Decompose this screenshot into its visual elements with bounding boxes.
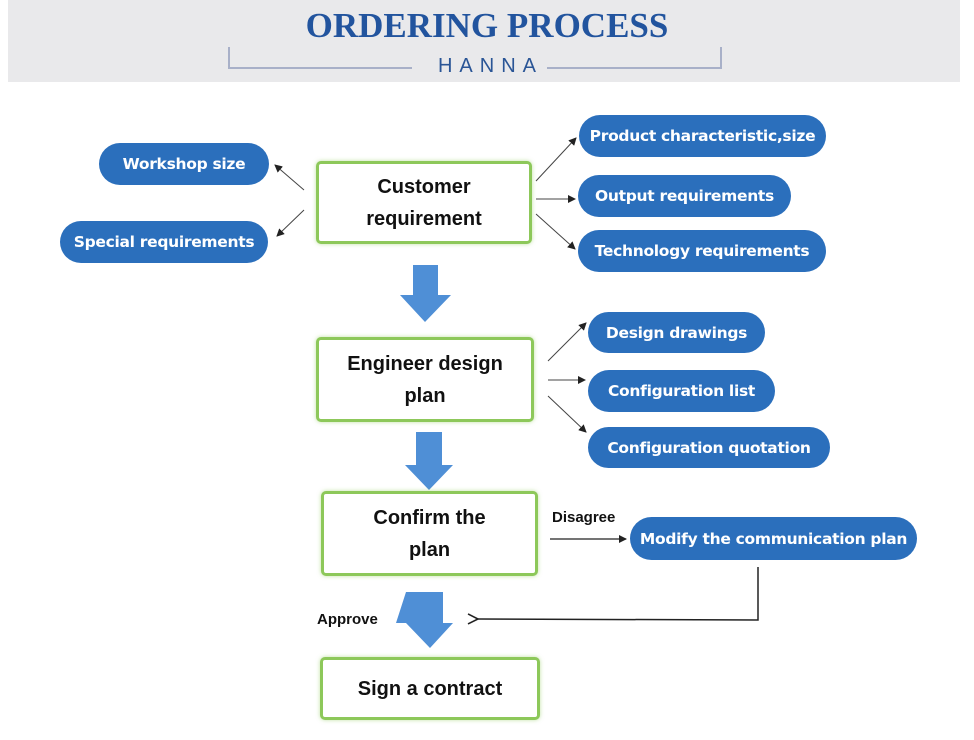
- pill-output-requirements: Output requirements: [578, 175, 791, 217]
- step-label: Confirm the plan: [373, 506, 486, 561]
- header-band: [8, 0, 960, 82]
- block-arrow-down-1: [400, 265, 451, 322]
- arrow-to-design-drawings: [547, 322, 587, 362]
- step-customer-requirement: Customer requirement: [316, 161, 532, 244]
- step-label: Customer requirement: [366, 175, 482, 230]
- pill-product-characteristic-size: Product characteristic,size: [579, 115, 826, 157]
- arrow-to-technology-requirements: [535, 213, 576, 250]
- pill-configuration-quotation: Configuration quotation: [588, 427, 830, 468]
- step-engineer-design-plan: Engineer design plan: [316, 337, 534, 422]
- label-disagree: Disagree: [552, 509, 616, 526]
- arrow-modify-feedback: [478, 567, 759, 620]
- arrow-to-product-characteristic: [535, 137, 577, 182]
- pill-special-requirements: Special requirements: [60, 221, 268, 263]
- pill-configuration-list: Configuration list: [588, 370, 775, 412]
- arrow-to-special-requirements: [276, 209, 305, 237]
- step-label: Sign a contract: [357, 677, 503, 700]
- step-label: Engineer design plan: [347, 352, 503, 407]
- subtitle-bracket-left: [228, 47, 412, 69]
- arrow-to-workshop-size: [274, 164, 305, 191]
- pill-modify-communication-plan: Modify the communication plan: [630, 517, 917, 560]
- pill-technology-requirements: Technology requirements: [578, 230, 826, 272]
- pill-workshop-size: Workshop size: [99, 143, 269, 185]
- step-sign-a-contract: Sign a contract: [320, 657, 540, 720]
- block-arrow-down-2: [405, 432, 453, 490]
- arrow-to-configuration-quotation: [547, 395, 587, 433]
- brand-subtitle: HANNA: [437, 55, 543, 77]
- page-title: ORDERING PROCESS: [305, 6, 669, 45]
- label-approve: Approve: [317, 611, 378, 628]
- pill-design-drawings: Design drawings: [588, 312, 765, 353]
- step-confirm-the-plan: Confirm the plan: [321, 491, 538, 576]
- block-arrow-down-3: [396, 592, 453, 648]
- subtitle-bracket-right: [547, 47, 722, 69]
